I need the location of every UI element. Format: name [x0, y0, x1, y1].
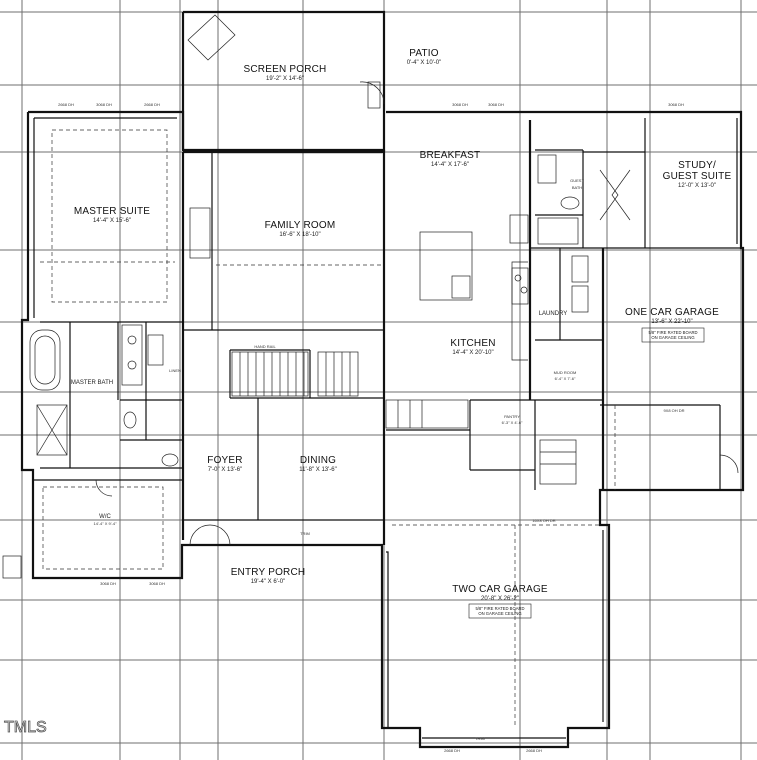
hand-rail-note: HAND RAIL — [254, 344, 276, 349]
garage-door-note: 9X8 OH DR — [663, 408, 684, 413]
two-car-garage-note-2: ON GARAGE CEILING — [478, 611, 521, 616]
wic-dims: 14'-4" X 9'-4" — [93, 521, 117, 526]
fireplace-icon — [189, 207, 211, 259]
guest-bath-label-line1: GUEST — [570, 178, 584, 183]
screen-porch-label: SCREEN PORCH — [244, 64, 327, 75]
foyer-label: FOYER — [207, 455, 242, 466]
study-label-line1: STUDY/ — [678, 160, 716, 171]
window-note: 2668 DH — [526, 748, 542, 753]
mud-room-dims: 6'-4" X 7'-6" — [555, 376, 576, 381]
window-note: 3068 DH — [96, 102, 112, 107]
window-note: 2668 DH — [444, 748, 460, 753]
entry-porch-label: ENTRY PORCH — [231, 567, 306, 578]
window-note: 2668 DH — [58, 102, 74, 107]
study-label-line2: GUEST SUITE — [663, 171, 732, 182]
exterior-walls — [20, 10, 745, 749]
breakfast-label: BREAKFAST — [420, 150, 481, 161]
dining-dims: 11'-8" X 13'-6" — [299, 467, 336, 473]
patio-label: PATIO — [409, 48, 439, 59]
kitchen-dims: 14'-4" X 20'-10" — [452, 350, 493, 356]
sink-icon — [127, 360, 137, 370]
kitchen-island — [419, 231, 473, 301]
linen-note: LINEN — [169, 368, 181, 373]
window-note: 3068 DH — [488, 102, 504, 107]
garage-steps — [385, 399, 577, 485]
pantry-dims: 6'-3" X 4'-6" — [502, 420, 523, 425]
door-swing-icon — [189, 524, 211, 546]
toilet-icon — [123, 411, 137, 429]
master-suite-label: MASTER SUITE — [74, 206, 150, 217]
pantry-label: PANTRY — [504, 414, 520, 419]
guest-bath-label-line2: BATH — [572, 185, 582, 190]
one-car-garage-note-2: ON GARAGE CEILING — [651, 335, 694, 340]
fireplace-icon — [187, 14, 236, 61]
door-swing-icon — [209, 524, 231, 546]
range-icon — [511, 267, 529, 305]
master-bath-label: MASTER BATH — [71, 380, 113, 386]
ceiling-lines — [40, 129, 616, 728]
refrigerator-icon — [509, 214, 529, 244]
door-swing-icon — [95, 479, 113, 497]
window-note: 3068 DH — [100, 581, 116, 586]
watermark-logo: TMLS — [4, 719, 47, 736]
sink-icon — [127, 335, 137, 345]
shower-icon — [36, 404, 68, 456]
two-car-garage-label: TWO CAR GARAGE — [452, 584, 548, 595]
interior-walls — [33, 118, 741, 545]
family-room-dims: 16'-6" X 18'-10" — [279, 232, 320, 238]
fixtures — [2, 14, 739, 739]
closet-door-icon — [599, 169, 619, 221]
shower-icon — [537, 217, 579, 245]
entry-porch-dims: 19'-4" X 6'-0" — [251, 579, 286, 585]
laundry-label: LAUNDRY — [539, 311, 568, 317]
door-swing-icon — [719, 454, 739, 474]
two-car-garage-dims: 20'-8" X 26'-2" — [481, 596, 519, 602]
window-note: 3068 DH — [668, 102, 684, 107]
two-car-garage-note-box — [468, 603, 532, 619]
window-note: 3068 DH — [149, 581, 165, 586]
trim-note: TRIM — [300, 531, 310, 536]
room-labels: SCREEN PORCH 19'-2" X 14'-6" PATIO 0'-4"… — [71, 48, 732, 619]
screen-porch-dims: 19'-2" X 14'-6" — [266, 76, 304, 82]
annotations: 2668 DH 3068 DH 2668 DH 3068 DH 3068 DH … — [58, 102, 685, 753]
stair — [231, 351, 359, 397]
bathtub-icon — [29, 329, 61, 391]
one-car-garage-label: ONE CAR GARAGE — [625, 307, 719, 318]
kitchen-label: KITCHEN — [450, 338, 495, 349]
wic-label: W/C — [99, 514, 111, 520]
door-swing-icon — [359, 81, 385, 105]
one-car-garage-note-1: 5/8" FIRE RATED BOARD — [648, 330, 697, 335]
study-dims: 12'-0" X 13'-0" — [678, 183, 716, 189]
family-room-label: FAMILY ROOM — [265, 220, 336, 231]
window-note: 2668 DH — [144, 102, 160, 107]
washer-icon — [571, 255, 589, 283]
one-car-garage-note-box — [641, 327, 705, 343]
master-suite-dims: 14'-4" X 15'-6" — [93, 218, 131, 224]
mud-room-label: MUD ROOM — [554, 370, 577, 375]
toilet-icon — [560, 196, 580, 210]
window-note: 3068 DH — [452, 102, 468, 107]
breakfast-dims: 14'-4" X 17'-6" — [431, 162, 469, 168]
foyer-dims: 7'-0" X 13'-6" — [208, 467, 243, 473]
sink-icon — [451, 275, 471, 299]
garage-door-note: 16X8 OH DR — [532, 518, 555, 523]
closet-door-icon — [611, 169, 631, 221]
trim-note: TRIM — [475, 736, 485, 741]
one-car-garage-dims: 13'-6" X 22'-10" — [651, 319, 692, 325]
toilet-icon — [161, 453, 179, 467]
two-car-garage-note-1: 5/8" FIRE RATED BOARD — [475, 606, 524, 611]
dryer-icon — [571, 285, 589, 313]
patio-dims: 0'-4" X 10'-0" — [407, 60, 442, 66]
dining-label: DINING — [300, 455, 336, 466]
